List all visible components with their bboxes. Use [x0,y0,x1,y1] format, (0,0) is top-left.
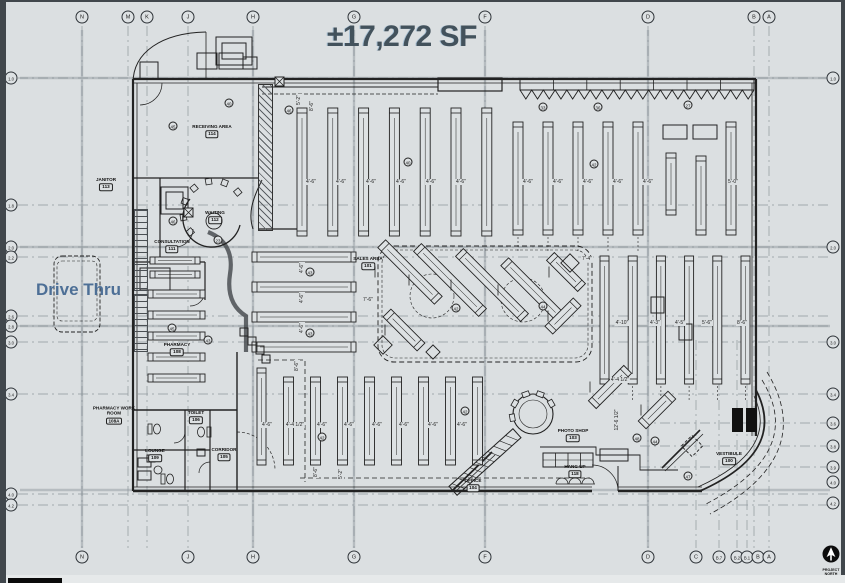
stair [134,294,148,352]
page-edge-left [0,0,6,583]
north-arrow-label: PROJECT NORTH [822,568,840,576]
page-edge-right [841,0,845,583]
hatched-wall [258,84,273,231]
area-title: ±17,272 SF [327,20,477,53]
stair [134,209,148,291]
page-edge-top [0,0,845,2]
north-arrow: PROJECT NORTH [820,545,842,576]
page-margin-bottom [6,575,845,583]
titleblock-edge [8,578,62,583]
north-arrow-icon [822,545,840,563]
drive-thru-label: Drive Thru [36,280,122,299]
